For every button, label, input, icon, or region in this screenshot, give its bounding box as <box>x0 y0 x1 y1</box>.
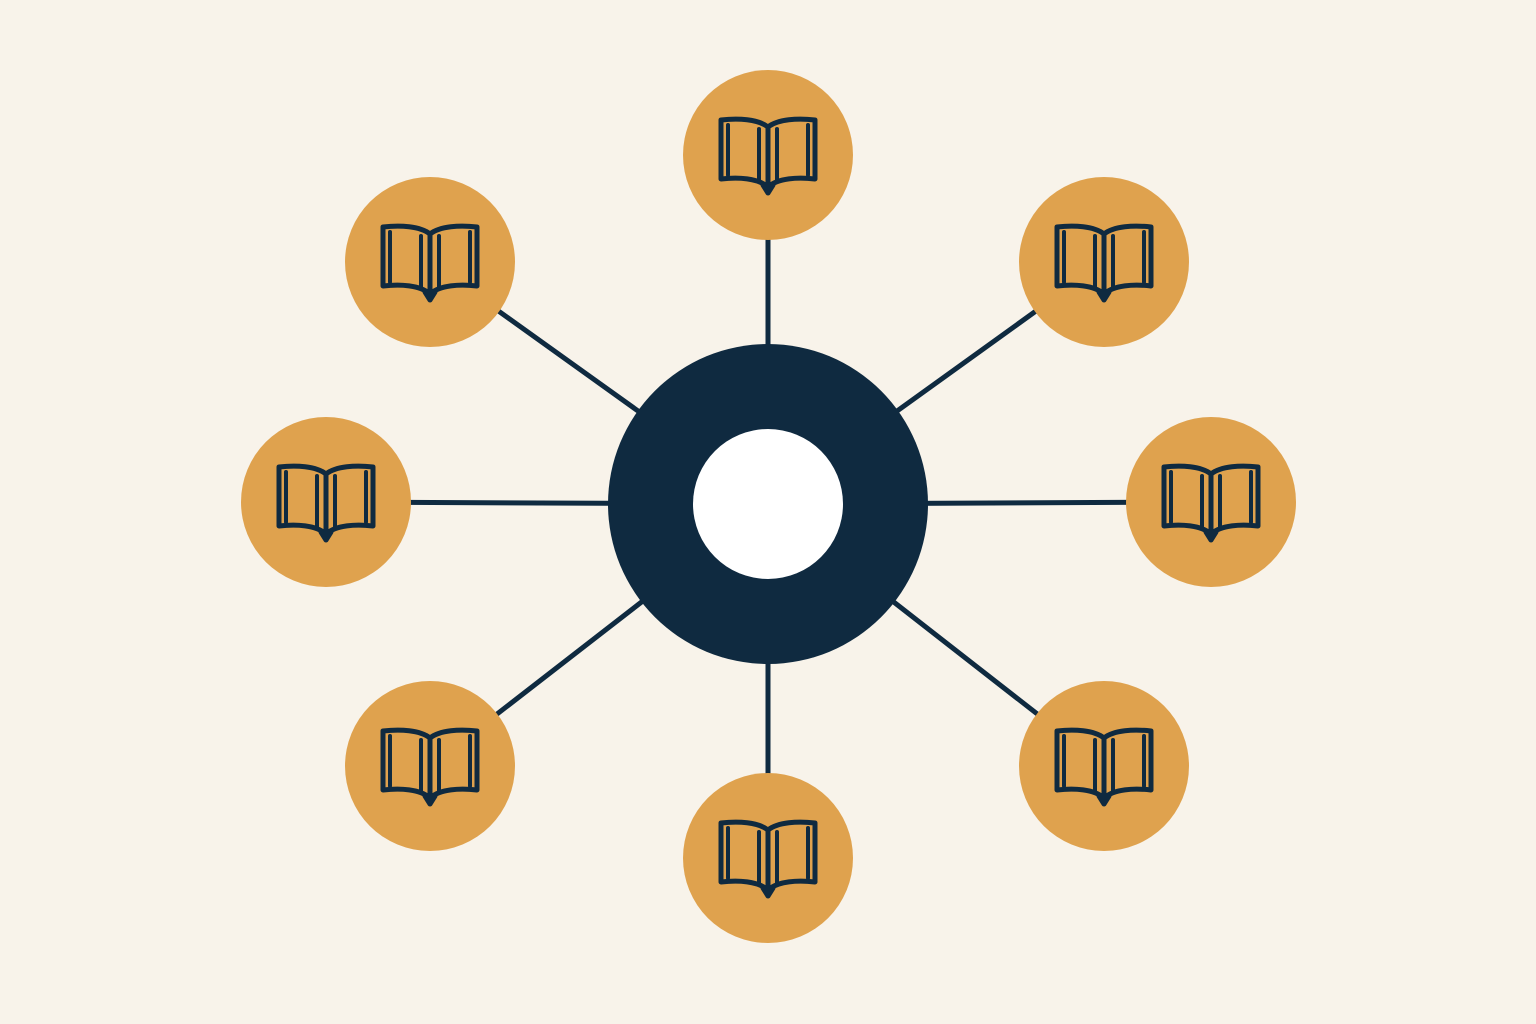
hub <box>608 344 928 664</box>
book-node-right <box>1126 417 1296 587</box>
open-book-icon <box>276 463 376 543</box>
open-book-icon <box>1054 223 1154 303</box>
book-nodes <box>241 70 1296 943</box>
book-node-top <box>683 70 853 240</box>
open-book-icon <box>380 223 480 303</box>
open-book-icon <box>1054 727 1154 807</box>
book-node-bottom-left <box>345 681 515 851</box>
book-node-top-right <box>1019 177 1189 347</box>
book-node-bottom <box>683 773 853 943</box>
open-book-icon <box>718 819 818 899</box>
open-book-icon <box>380 727 480 807</box>
book-node-bottom-right <box>1019 681 1189 851</box>
open-book-icon <box>718 116 818 196</box>
hub-center <box>693 429 843 579</box>
open-book-icon <box>1161 463 1261 543</box>
book-node-top-left <box>345 177 515 347</box>
book-node-left <box>241 417 411 587</box>
